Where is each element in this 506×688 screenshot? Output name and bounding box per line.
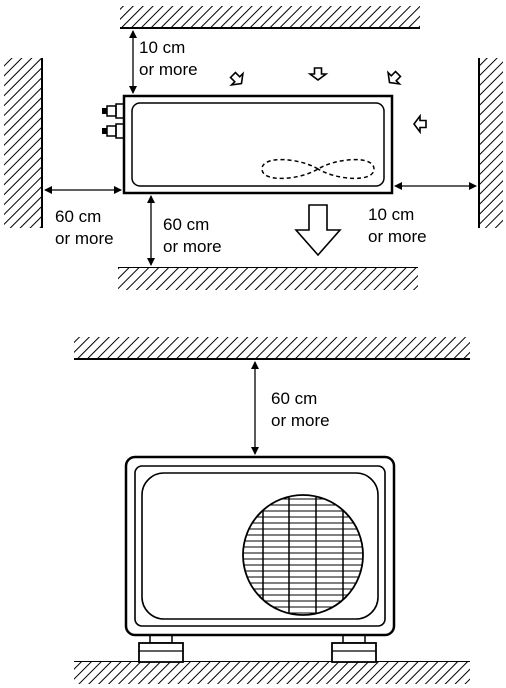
clearance-left-label: 60 cm or more	[55, 207, 114, 248]
clearance-right-label: 10 cm or more	[368, 205, 427, 246]
ceiling-hatched-icon	[74, 337, 470, 360]
clearance-top-label: 10 cm or more	[139, 38, 198, 79]
mounting-foot-left-icon	[138, 634, 184, 663]
floor-hatched-icon	[74, 661, 470, 684]
outdoor-unit-front-view	[124, 455, 396, 663]
airflow-arrow-icon	[307, 67, 329, 81]
clearance-front-label: 60 cm or more	[163, 215, 222, 256]
top-view: 10 cm or more 60 cm or more 60 cm or mor…	[4, 6, 503, 290]
mounting-foot-right-icon	[331, 634, 377, 663]
wall-left-hatched-icon	[4, 58, 43, 228]
clearance-above-label: 60 cm or more	[271, 389, 330, 430]
fan-propeller-icon	[261, 158, 375, 180]
airflow-discharge-arrow-icon	[294, 204, 342, 257]
wall-bottom-hatched-icon	[118, 267, 418, 290]
service-valves-icon	[102, 103, 125, 139]
airflow-arrow-icon	[413, 113, 427, 135]
airflow-arrow-icon	[229, 71, 245, 87]
wall-top-hatched-icon	[120, 6, 420, 29]
airflow-arrow-icon	[386, 70, 402, 86]
wall-right-hatched-icon	[478, 58, 503, 228]
fan-grille-icon	[242, 494, 364, 616]
outdoor-unit-top-view	[102, 94, 394, 195]
front-view: 60 cm or more	[74, 337, 470, 684]
